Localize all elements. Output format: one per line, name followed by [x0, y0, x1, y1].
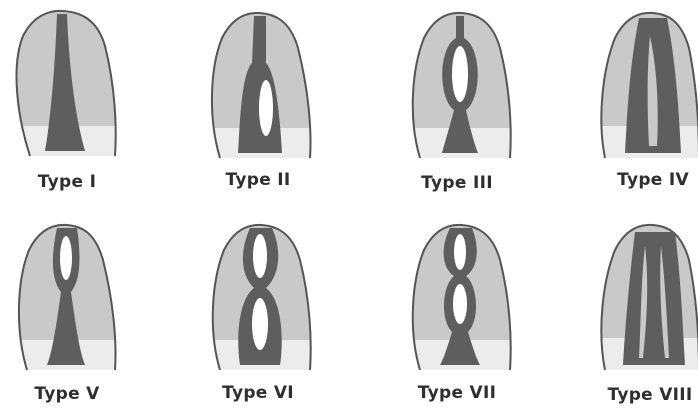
tooth-type-2	[200, 8, 320, 158]
tooth-type-4	[595, 8, 698, 158]
type-label: Type II	[183, 170, 333, 190]
tooth-type-3	[400, 8, 520, 158]
type-label: Type I	[0, 172, 142, 192]
type-label: Type III	[382, 173, 532, 193]
tooth-type-5	[5, 220, 125, 370]
tooth-type-6	[200, 220, 320, 370]
tooth-type-8	[595, 220, 698, 370]
type-label: Type V	[0, 384, 142, 404]
tooth-type-1	[5, 6, 125, 156]
type-label: Type IV	[578, 170, 698, 190]
type-label: Type VIII	[575, 385, 698, 405]
type-label: Type VI	[183, 383, 333, 403]
tooth-type-7	[400, 220, 520, 370]
type-label: Type VII	[382, 383, 532, 403]
